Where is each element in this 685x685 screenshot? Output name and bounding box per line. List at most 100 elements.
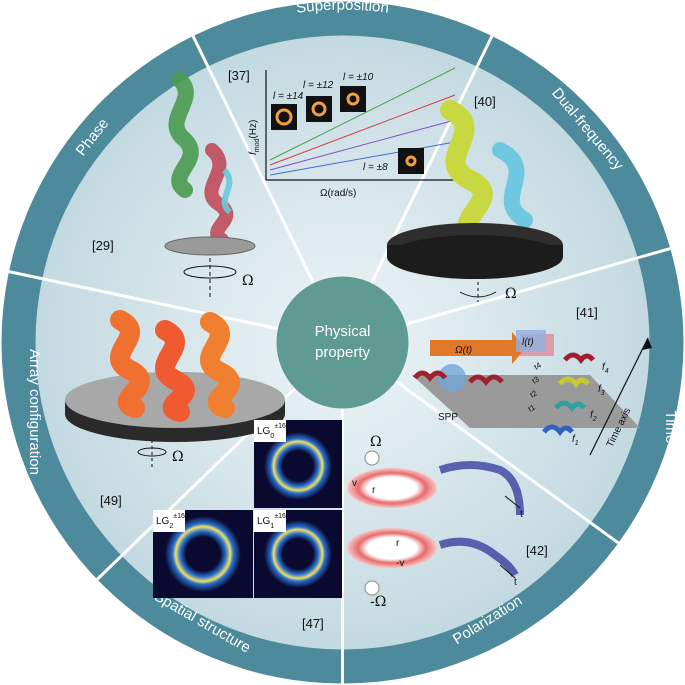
omega-dual: Ω — [505, 286, 517, 302]
lg2-label-box — [153, 510, 185, 532]
r-label-top: r — [372, 485, 376, 496]
ref-49: [49] — [100, 493, 122, 508]
omega-top-label: Ω — [370, 434, 382, 450]
t-arrow-bottom — [499, 564, 516, 579]
dual-plate-bottom — [387, 235, 563, 279]
f4-label: f4 — [602, 362, 609, 375]
ref-42: [42] — [526, 543, 548, 558]
r-label-bottom: r — [396, 538, 400, 549]
f3-label: f3 — [598, 384, 605, 397]
polarization-panel: Ω -Ω v r r -v t t [42] — [347, 434, 548, 610]
dual-rotation-arrow — [459, 291, 497, 298]
orange-helix-3 — [200, 312, 240, 418]
ref-40: [40] — [474, 94, 496, 109]
lg0-ring — [264, 432, 332, 500]
omega-bottom-label: -Ω — [370, 594, 386, 610]
red-wave-top — [563, 352, 595, 365]
line-l12 — [269, 94, 456, 166]
red-wave-left — [412, 370, 448, 382]
label-l12: l = ±12 — [303, 80, 334, 91]
neg-v-label: -v — [396, 558, 404, 569]
line-l8 — [269, 141, 456, 176]
cyan-helix — [221, 167, 233, 215]
vortex-ring-14 — [275, 108, 293, 126]
dual-frequency-panel: [40] Ω — [387, 94, 563, 302]
phase-panel: Ω [29] — [92, 72, 256, 298]
vortex-ring-12 — [311, 101, 327, 117]
ref-47: [47] — [302, 616, 324, 631]
vortex-thumb-14 — [271, 104, 297, 130]
omega-t-arrow — [430, 332, 526, 364]
lg2-label: LG2±16 — [156, 513, 185, 530]
time-axis-arrowhead — [642, 338, 652, 350]
superposition-panel: [37] fmod(Hz) Ω(rad/s) l = ±14 l = ±12 l… — [228, 67, 460, 199]
lg1-ring — [264, 520, 332, 588]
y-axis-label: fmod(Hz) — [248, 120, 261, 155]
ref-41: [41] — [576, 305, 598, 320]
vortex-thumb-8 — [398, 148, 424, 174]
array-rotation-arrow — [137, 447, 167, 457]
ref-29: [29] — [92, 238, 114, 253]
line-l10 — [269, 119, 456, 171]
spp-label: SPP — [438, 412, 458, 423]
center-line-2: property — [315, 344, 371, 361]
rotation-arrow — [183, 265, 237, 279]
segment-label-time: Time — [662, 411, 679, 444]
label-l14: l = ±14 — [273, 91, 304, 102]
center-line-1: Physical — [315, 323, 371, 340]
segment-label-superposition: Superposition — [295, 0, 390, 17]
l-t-label: l(t) — [522, 337, 534, 348]
f1-label: f1 — [572, 434, 579, 447]
label-l10: l = ±10 — [343, 72, 374, 83]
time-plate — [412, 375, 640, 428]
red-wave-right — [468, 374, 504, 386]
spatial-panel: LG0±16 LG1±16 LG2±16 [47] — [153, 420, 342, 631]
vortex-thumb-10 — [340, 86, 366, 112]
vortex-thumb-12 — [306, 96, 332, 122]
blue-wave — [542, 424, 574, 437]
lg2-ring — [165, 516, 241, 592]
center-circle — [276, 276, 409, 409]
lg1-label: LG1±16 — [257, 513, 286, 530]
yellow-wave — [558, 376, 590, 389]
green-helix — [168, 72, 199, 198]
v-label: v — [352, 478, 357, 489]
label-l8: l = ±8 — [363, 162, 388, 173]
t2-label: t2 — [529, 388, 540, 399]
time-axis-line — [589, 337, 649, 456]
teal-wave — [554, 400, 586, 413]
lg0-label: LG0±16 — [257, 423, 286, 440]
x-axis-label: Ω(rad/s) — [320, 188, 356, 199]
vortex-ring-8 — [405, 155, 417, 167]
segment-label-array-configuration: Array configuration — [26, 349, 43, 475]
orange-helix-1 — [110, 310, 150, 418]
t-label-bottom: t — [514, 577, 517, 588]
t4-label: t4 — [533, 360, 544, 371]
t-label-top: t — [520, 509, 523, 520]
divider-2 — [405, 247, 671, 326]
blue-wave-bottom — [438, 537, 519, 577]
cyan-helix-dual — [492, 142, 533, 228]
orange-helix-2 — [155, 320, 195, 422]
l-t-box — [516, 330, 546, 352]
spp-lens — [438, 364, 466, 392]
line-l14 — [269, 67, 456, 161]
t3-label: t3 — [531, 374, 542, 385]
omega-phase: Ω — [242, 273, 254, 289]
array-panel: Ω [49] — [65, 310, 285, 508]
red-helix — [204, 143, 234, 247]
divider-6 — [8, 270, 279, 331]
hand-icon-bottom — [364, 580, 380, 596]
donut-bottom — [347, 528, 437, 568]
divider-0 — [191, 35, 315, 284]
donut-top — [347, 468, 437, 508]
ref-37: [37] — [228, 68, 250, 83]
phase-plate — [164, 236, 256, 256]
lg0-label-box — [254, 420, 286, 442]
omega-array: Ω — [172, 449, 184, 465]
f2-label: f2 — [590, 410, 597, 423]
divider-3 — [395, 380, 620, 545]
t-arrow-top — [504, 495, 521, 509]
lg1-label-box — [254, 510, 286, 532]
